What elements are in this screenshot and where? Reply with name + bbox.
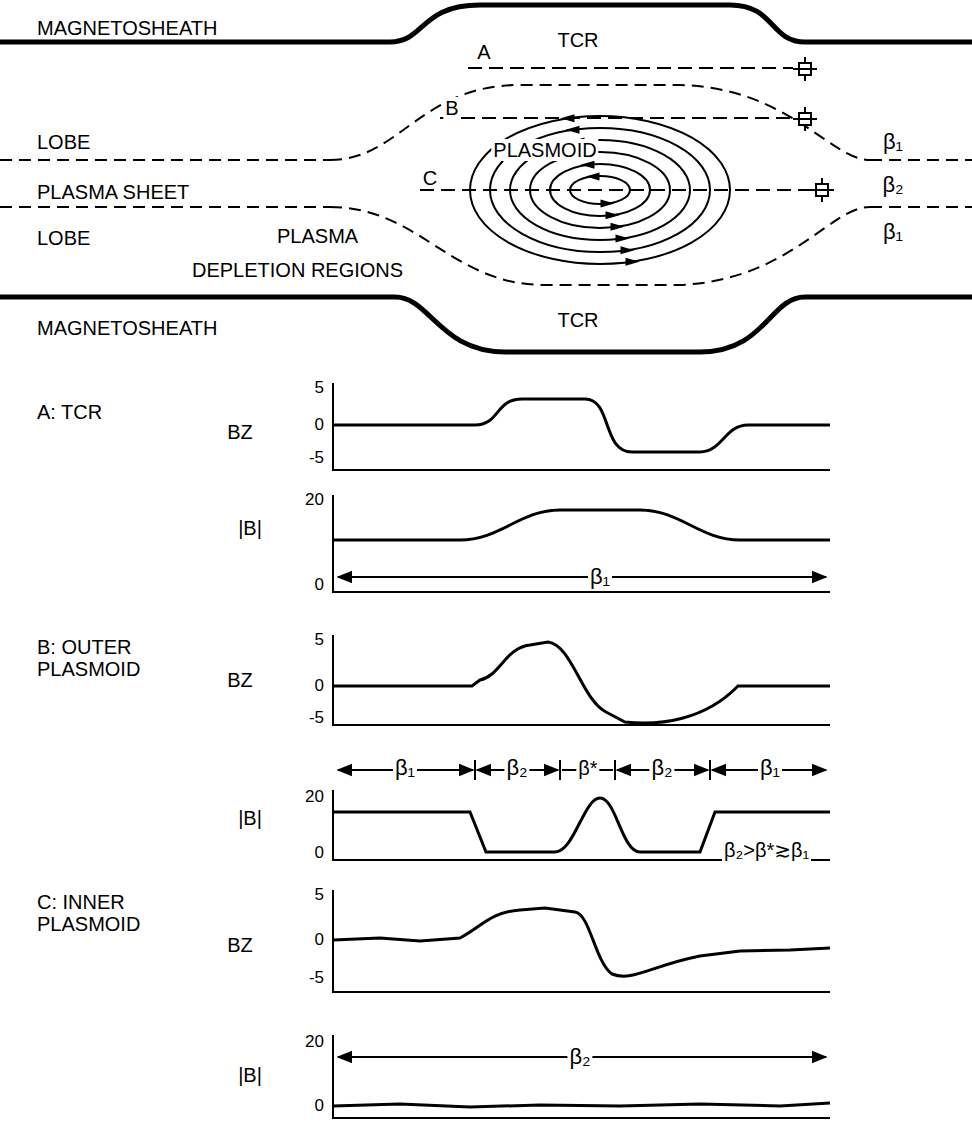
axis-label: BZ [225,421,255,443]
tick-number: -5 [307,449,326,468]
beta-label: β₁ [881,220,905,244]
beta-label: β₂ [880,173,905,197]
path-letter: B [443,97,460,119]
region-label: TCR [555,29,600,51]
plasmoid-loops [470,116,730,264]
tick-number: 5 [313,631,326,650]
tick-number: 0 [313,844,326,863]
beta-label: β₁ [881,130,905,154]
tick-number: 20 [303,491,326,510]
beta-label: β₁ [758,756,782,780]
region-label: MAGNETOSHEATH [35,317,219,339]
beta-label: β₂ [567,1045,592,1069]
region-label: MAGNETOSHEATH [35,17,219,39]
beta-label: β₂ [504,756,529,780]
path-letter: A [475,41,492,63]
panel-title: A: TCR [35,401,204,423]
tick-number: 20 [303,788,326,807]
region-label: DEPLETION REGIONS [190,259,405,281]
beta-relation: β₂>β*≳β₁ [722,839,811,861]
region-label: LOBE [35,227,92,249]
axis-label: |B| [236,807,264,829]
tick-number: 0 [313,931,326,950]
tick-number: 5 [313,379,326,398]
tick-number: 0 [313,416,326,435]
beta-label: β₂ [649,756,674,780]
tick-number: 20 [303,1033,326,1052]
region-label: LOBE [35,131,92,153]
plasmoid-arrowheads [561,114,640,266]
tick-number: 0 [313,1097,326,1116]
field-traces [333,399,830,1107]
tick-number: -5 [307,969,326,988]
beta-label: β₁ [393,756,417,780]
beta-label: β* [576,757,599,779]
axis-label: |B| [236,1064,264,1086]
beta-label: β₁ [588,565,612,589]
path-letter: C [421,167,439,189]
region-label: TCR [555,309,600,331]
axis-label: |B| [236,517,264,539]
tick-number: 0 [313,576,326,595]
magnetotail-sketch [0,5,972,352]
region-label: PLASMA [275,225,360,247]
field-traces-axes [333,383,830,1118]
spacecraft-symbols [793,57,834,202]
tick-number: -5 [307,709,326,728]
tick-number: 5 [313,886,326,905]
axis-label: BZ [225,934,255,956]
panel-title: C: INNER PLASMOID [35,891,204,935]
beta-interval-arrows [338,577,826,1057]
panel-title: B: OUTER PLASMOID [35,636,204,680]
axis-label: BZ [225,669,255,691]
region-label: PLASMOID [491,139,598,161]
tick-number: 0 [313,677,326,696]
region-label: PLASMA SHEET [35,181,191,203]
